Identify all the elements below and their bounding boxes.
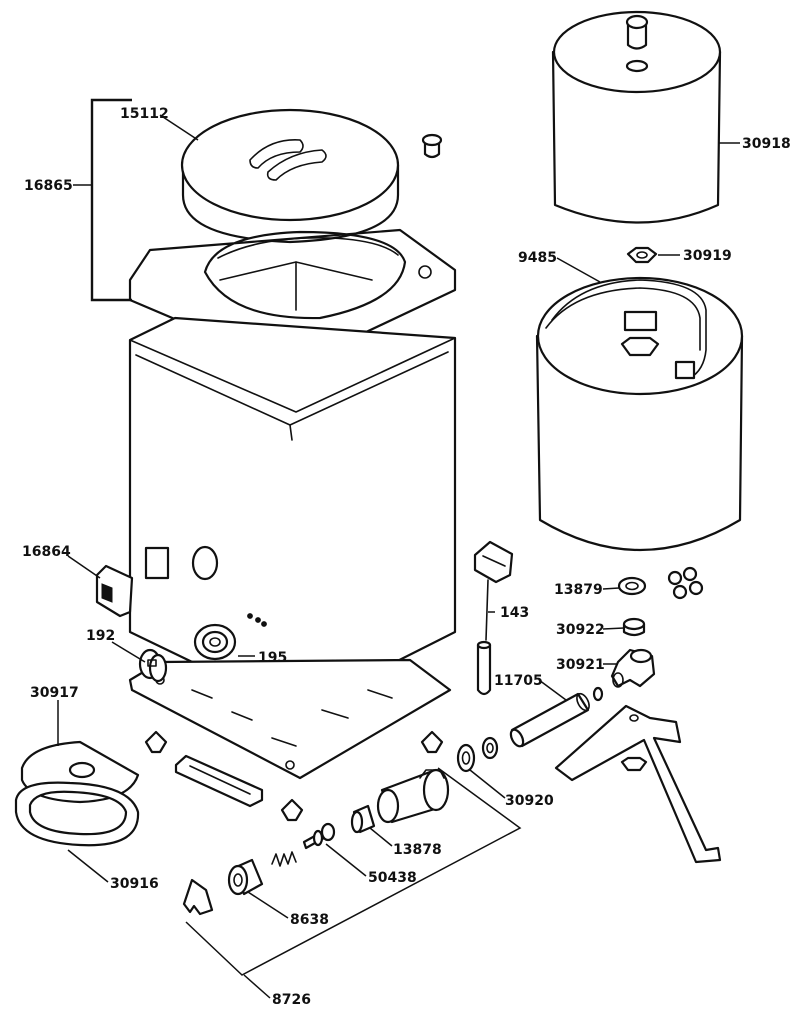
ring-30922-part bbox=[622, 617, 646, 637]
label-8726: 8726 bbox=[272, 992, 311, 1008]
base-plate-part bbox=[128, 658, 452, 780]
label-50438: 50438 bbox=[368, 870, 417, 886]
lid-part bbox=[180, 108, 400, 244]
ring-30916-part bbox=[14, 781, 140, 847]
label-16864: 16864 bbox=[22, 544, 71, 560]
foot-right-part bbox=[420, 730, 444, 754]
label-11705: 11705 bbox=[494, 673, 543, 689]
knob-8726-part bbox=[182, 878, 214, 916]
handle-8638-part bbox=[227, 858, 264, 896]
label-143: 143 bbox=[500, 605, 529, 621]
label-30918: 30918 bbox=[742, 136, 791, 152]
washer-30920-part bbox=[456, 736, 499, 773]
label-192: 192 bbox=[86, 628, 115, 644]
tank-30918-part bbox=[551, 10, 722, 224]
thermostat-143-part bbox=[473, 540, 514, 696]
nut-30919-part bbox=[626, 246, 658, 264]
label-195: 195 bbox=[258, 650, 287, 666]
label-30921: 30921 bbox=[556, 657, 605, 673]
small-washer-part bbox=[592, 686, 604, 702]
label-30919: 30919 bbox=[683, 248, 732, 264]
switch-16864-part bbox=[95, 564, 134, 618]
label-30917: 30917 bbox=[30, 685, 79, 701]
bushing-13878-part bbox=[350, 804, 376, 834]
label-15112: 15112 bbox=[120, 106, 169, 122]
leg-bracket-part bbox=[554, 704, 722, 864]
tube-11705-part bbox=[509, 692, 590, 748]
elbow-30921-part bbox=[610, 648, 656, 688]
label-30920: 30920 bbox=[505, 793, 554, 809]
spring-part bbox=[271, 851, 297, 867]
foot-center-part bbox=[280, 798, 304, 822]
valve-body-part bbox=[376, 768, 450, 824]
knob-192-part bbox=[138, 648, 168, 683]
leader-lines bbox=[57, 98, 740, 999]
foot-left-part bbox=[144, 730, 168, 754]
label-30922: 30922 bbox=[556, 622, 605, 638]
label-13878: 13878 bbox=[393, 842, 442, 858]
fitting-195-part bbox=[193, 623, 237, 661]
washer-13879-part bbox=[617, 576, 647, 596]
label-16865: 16865 bbox=[24, 178, 73, 194]
label-30916: 30916 bbox=[110, 876, 159, 892]
stem-50438-part bbox=[302, 822, 336, 850]
small-cap-part bbox=[421, 133, 443, 159]
label-13879: 13879 bbox=[554, 582, 603, 598]
channel-part bbox=[174, 754, 264, 808]
label-9485: 9485 bbox=[518, 250, 557, 266]
label-8638: 8638 bbox=[290, 912, 329, 928]
cabinet-body-part bbox=[128, 316, 457, 714]
spring-clips-part bbox=[667, 566, 704, 600]
tank-9485-part bbox=[535, 276, 744, 551]
part-labels: 15112 16865 30918 30919 9485 16864 143 1… bbox=[22, 106, 791, 1008]
